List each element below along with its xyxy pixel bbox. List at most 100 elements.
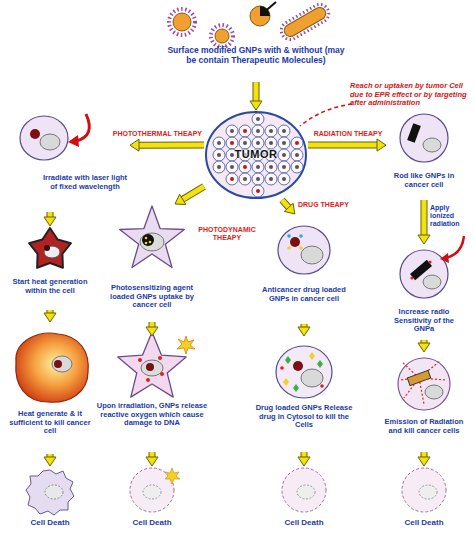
tumor-cell [278, 137, 290, 149]
arrow-shaft [48, 212, 53, 218]
dead-cell-drawing-part [282, 468, 326, 512]
ros-cell-drawing [118, 332, 195, 397]
step-caption: Increase radio Sensitivity of the GNPa [386, 308, 462, 334]
dead-cell-drawing [26, 470, 74, 515]
step-caption: Surface modified GNPs with & without (ma… [166, 46, 346, 66]
step-caption: Cell Death [264, 518, 344, 527]
dead-cell: Cell Death [264, 466, 344, 532]
therapy-label: PHOTODYNAMIC THEAPY [198, 226, 256, 242]
tumor-cell-nucleus [243, 165, 247, 169]
drug-cell-drawing-part [299, 234, 303, 238]
text-block: Upon irradiation, GNPs release reactive … [96, 402, 208, 428]
gold-nanoparticles-part [262, 2, 276, 14]
arrow-head [250, 101, 262, 110]
tumor-cell-nucleus [256, 165, 260, 169]
tumor-cell-nucleus [230, 153, 234, 157]
dead-cell: Cell Death [110, 466, 194, 532]
dead-cell-drawing-part [45, 485, 63, 499]
gold-nanoparticles-part [211, 25, 233, 47]
tumor-cell [239, 125, 251, 137]
step-caption: Anticancer drug loaded GNPs in cancer ce… [258, 286, 350, 303]
tumor-cell-nucleus [282, 141, 286, 145]
tumor-cell [213, 161, 225, 173]
step-caption: Cell Death [10, 518, 90, 527]
sensitized-cell-drawing-part [423, 275, 441, 289]
tumor-cell [213, 137, 225, 149]
text-block: Cell Death [110, 518, 194, 527]
drug-release-cell-drawing-part [293, 384, 299, 392]
emitting-cell-drawing-part [398, 358, 450, 410]
cancer-cell-drawing-part [40, 134, 60, 150]
drug-cell-drawing-part [287, 234, 291, 238]
sensitized-cell-drawing-part [410, 276, 413, 279]
drug-cell: Anticancer drug loaded GNPs in cancer ce… [258, 214, 350, 324]
arrow-head [146, 457, 158, 466]
ros-cell-drawing-part [158, 356, 162, 360]
ros-cell-drawing-part [146, 378, 150, 382]
text-block: Emission of Radiation and kill cancer ce… [382, 418, 466, 435]
gold-nanoparticles [169, 1, 332, 47]
heated-cell-drawing [16, 333, 88, 402]
arrow-outline [47, 212, 54, 218]
arrow-head [44, 217, 56, 226]
rod-cell-drawing [400, 114, 448, 162]
arrow-head [418, 235, 430, 244]
arrow-outline [421, 200, 428, 236]
sensitized-cell-drawing-part [440, 253, 449, 263]
step-caption: Drug loaded GNPs Release drug in Cytosol… [252, 404, 356, 430]
ros-cell-drawing-part [141, 360, 163, 376]
flow-arrow [44, 310, 56, 322]
heated-cell-drawing-part [54, 360, 62, 368]
text-block: Heat generate & it sufficient to kill ca… [4, 410, 96, 436]
arrow-shaft [302, 452, 307, 458]
arrow-head [175, 194, 186, 204]
tumor-label: TUMOR [204, 148, 308, 161]
flow-arrow [146, 322, 158, 336]
sensitized-cell-drawing-part [400, 250, 448, 298]
text-block: Cell Death [10, 518, 90, 527]
dead-cell-drawing-part [297, 485, 315, 499]
tumor-cell-nucleus [256, 177, 260, 181]
tumor-mass: TUMOR [204, 110, 308, 200]
ros-cell-drawing-part [138, 358, 142, 362]
gold-nanoparticles-part [173, 13, 191, 31]
flow-arrow [298, 452, 310, 466]
flow-arrow [298, 324, 310, 336]
drug-release-cell-drawing-part [301, 369, 323, 387]
tumor-cell-nucleus [256, 117, 260, 121]
sensitized-cell-drawing-part [428, 260, 431, 263]
tumor-cell [213, 149, 225, 161]
heating-cell-drawing-part [44, 245, 50, 251]
tumor-cell [291, 149, 303, 161]
text-block: Photosensitizing agent loaded GNPs uptak… [106, 284, 198, 310]
drug-release-cell-drawing-part [283, 378, 289, 386]
arrow-outline [47, 310, 54, 314]
drug-release-cell-drawing-part [276, 346, 332, 398]
gold-nanoparticles-part-part [282, 5, 328, 38]
photosensitized-cell-drawing [120, 206, 185, 268]
tumor-cell [226, 173, 238, 185]
drug-release-cell-drawing-part [317, 360, 323, 368]
photosensitized-cell-drawing-part [140, 233, 164, 251]
arrow-shaft [422, 340, 427, 344]
tumor-cell [265, 125, 277, 137]
arrow-shaft [282, 200, 289, 208]
drug-release-cell-drawing-part [285, 356, 291, 364]
tumor-cell [239, 137, 251, 149]
arrow-shaft [422, 452, 427, 458]
tumor-cell [291, 161, 303, 173]
tumor-cell [252, 185, 264, 197]
flow-arrow [418, 452, 430, 466]
flow-arrow [418, 200, 430, 244]
tumor-cell [252, 161, 264, 173]
dead-cell-drawing [402, 468, 446, 512]
arrow-head [44, 313, 56, 322]
tumor-cell-nucleus [295, 141, 299, 145]
arrow-shaft [254, 82, 259, 102]
heated-cell: Heat generate & it sufficient to kill ca… [4, 322, 96, 454]
therapy-label: PHOTOTHERMAL THEAPY [104, 130, 202, 138]
text-block: TUMOR [204, 148, 308, 161]
arrow-outline [149, 322, 156, 328]
